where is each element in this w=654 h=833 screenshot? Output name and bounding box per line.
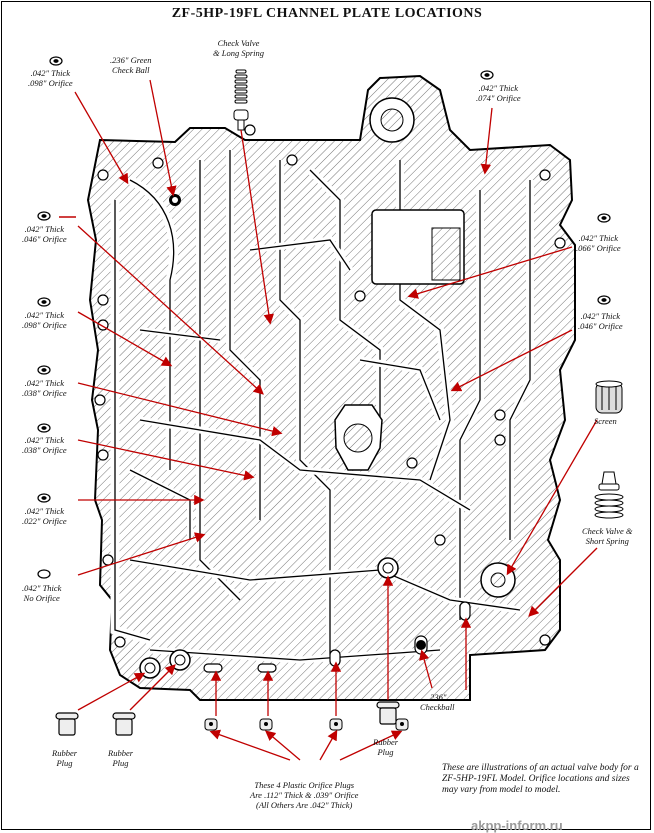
label-orifice-042-098-mid: .042" Thick.098" Orifice [22, 310, 67, 330]
label-checkball-236: .236"Checkball [420, 692, 455, 712]
rubber-plug-bore-1-inner [144, 662, 156, 674]
footnote: These are illustrations of an actual val… [442, 763, 639, 795]
cavity-insert [431, 227, 461, 281]
label-orifice-042-046-right: .042" Thick.046" Orifice [578, 311, 623, 331]
label-orifice-042-022: .042" Thick.022" Orifice [22, 506, 67, 526]
label-orifice-042-038-b: .042" Thick.038" Orifice [22, 435, 67, 455]
label-orifice-042-066: .042" Thick.066" Orifice [576, 233, 621, 253]
rubber-plug-bore-2-inner [174, 654, 186, 666]
green-check-ball-center [172, 197, 178, 203]
label-screen: Screen [594, 416, 617, 426]
bolt-holes [94, 124, 566, 648]
label-check-valve-short-spring: Check Valve &Short Spring [582, 526, 633, 546]
page-title: ZF-5HP-19FL CHANNEL PLATE LOCATIONS [171, 6, 483, 21]
check-valve-long-spring-icon [233, 69, 249, 131]
plastic-orifice-plug-icons [204, 718, 409, 731]
top-ring-bore [380, 108, 404, 132]
label-orifice-042-046-left: .042" Thick.046" Orifice [22, 224, 67, 244]
plastic-plug-slots [203, 601, 471, 673]
rubber-plug-bore-3-inner [382, 562, 394, 574]
screen-icon [595, 380, 623, 414]
check-valve-short-spring-icon [594, 471, 624, 519]
label-orifice-042-074: .042" Thick.074" Orifice [476, 83, 521, 103]
orifice-plate-icons [37, 56, 611, 579]
central-bore [343, 423, 373, 453]
label-orifice-042-038-a: .042" Thick.038" Orifice [22, 378, 67, 398]
checkball-236 [416, 640, 426, 650]
watermark: akpp-inform.ru [471, 818, 563, 833]
rubber-plug-icons [55, 701, 400, 736]
label-check-valve-long-spring: Check Valve& Long Spring [213, 38, 265, 58]
screen-bore-inner [490, 572, 506, 588]
label-orifice-042-098-top: .042" Thick.098" Orifice [28, 68, 73, 88]
leader-arrows [74, 79, 598, 761]
